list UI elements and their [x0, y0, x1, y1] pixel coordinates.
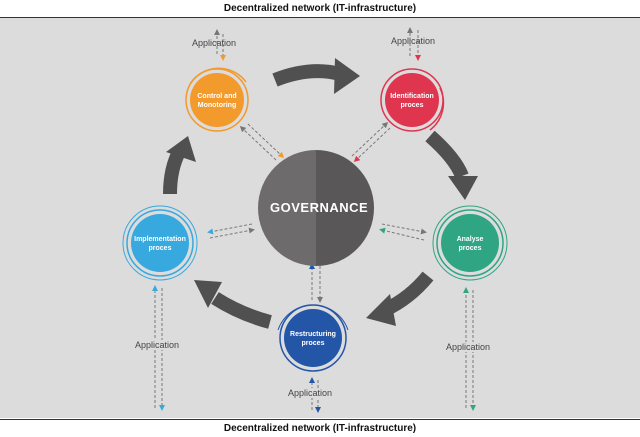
cycle-arrow-restructuring-to-implementation: [194, 280, 272, 329]
cycle-arrow-implementation-to-control: [163, 136, 196, 195]
node-control: [185, 67, 249, 132]
connector-application-top-left: [214, 29, 226, 61]
governance-label: GOVERNANCE: [270, 200, 369, 215]
application-label-bottom: Application: [288, 388, 333, 398]
node-restructuring-label: Restructuring proces: [290, 331, 336, 347]
node-implementation: [122, 205, 198, 281]
connector-control-center: [239, 123, 285, 161]
connector-analyse-center: [379, 223, 427, 241]
application-label-left: Application: [135, 340, 180, 350]
cycle-arrow-control-to-identification: [272, 58, 360, 94]
bottom-banner: Decentralized network (IT-infrastructure…: [0, 419, 640, 437]
connector-implementation-center: [207, 223, 255, 239]
connector-application-top-right: [407, 27, 421, 61]
connector-restructuring-center: [309, 263, 323, 303]
node-identification: [380, 68, 445, 132]
diagram-graphics: [122, 27, 508, 413]
node-restructuring: [277, 304, 349, 372]
application-label-top-left: Application: [192, 38, 237, 48]
node-identification-label: Identification proces: [390, 93, 434, 109]
node-implementation-label: Implementation proces: [134, 236, 186, 252]
connector-identification-center: [351, 121, 391, 163]
node-analyse-label: Analyse proces: [456, 236, 484, 252]
top-banner: Decentralized network (IT-infrastructure…: [0, 0, 640, 18]
application-label-top-right: Application: [391, 36, 436, 46]
diagram-canvas: GOVERNANCE Control and Monotoring Identi…: [0, 18, 640, 418]
cycle-arrow-analyse-to-restructuring: [366, 271, 434, 326]
cycle-arrow-identification-to-analyse: [425, 130, 478, 200]
node-control-label: Control and Monotoring: [197, 93, 237, 109]
application-label-right: Application: [446, 342, 491, 352]
node-analyse: [432, 205, 508, 281]
